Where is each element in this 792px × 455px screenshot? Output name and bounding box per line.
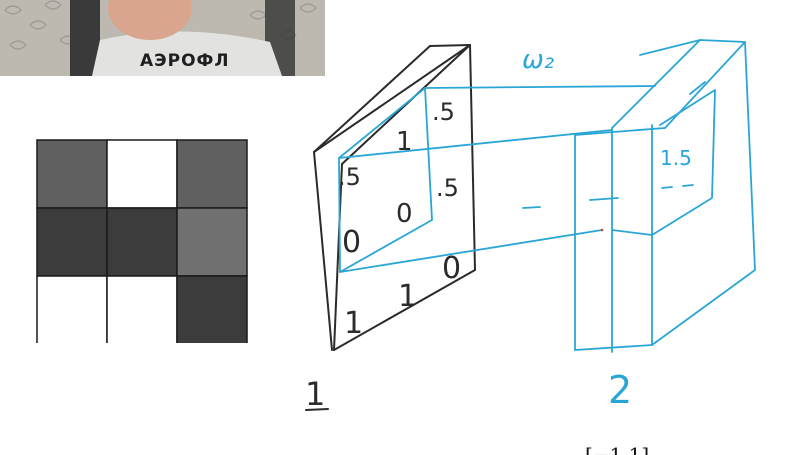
- formula-fragment: [−1 1]: [585, 443, 649, 455]
- dash-mark-1: [522, 206, 541, 209]
- webcam-overlay: АЭРОФЛ: [0, 0, 325, 76]
- depth-underline: [305, 408, 329, 411]
- value-r4c3: 0: [442, 251, 461, 286]
- projection-top: [424, 85, 656, 89]
- value-r1c3: .5: [432, 98, 455, 126]
- pixel-cell-r3c2: [106, 275, 178, 343]
- input-inner-edge: [333, 163, 343, 351]
- output-labels: ω₂ 1.5 2: [522, 45, 694, 412]
- value-r2c3: .5: [436, 174, 459, 202]
- pixel-grid-image: [36, 139, 248, 343]
- receptive-field: [338, 85, 656, 273]
- value-r2c2: 0: [396, 199, 413, 229]
- output-top-front: [574, 127, 666, 136]
- value-r4c2: 1: [398, 279, 417, 314]
- input-top-edges: [313, 44, 471, 153]
- pixel-cell-r1c1: [36, 139, 108, 209]
- dash-mark-2: [589, 197, 619, 201]
- input-depth-label: 1: [305, 375, 325, 413]
- input-volume: [313, 44, 476, 351]
- value-r2c1: .5: [338, 163, 361, 191]
- projection-upper: [338, 129, 613, 159]
- input-left-edge: [313, 151, 333, 351]
- input-values: 1 .5 .5 0 .5 0 1 1 0 1: [305, 98, 461, 413]
- receptive-window: [338, 87, 433, 273]
- output-value: 1.5: [660, 146, 692, 170]
- presenter-face: [108, 0, 192, 40]
- output-right-face: [651, 41, 756, 346]
- output-slice: [651, 89, 716, 236]
- pixel-cell-r2c1: [36, 207, 108, 277]
- pixel-cell-r3c1: [36, 275, 108, 343]
- value-r1c2: 1: [396, 127, 413, 157]
- value-r3c1: 0: [342, 225, 361, 260]
- pixel-cell-r3c3: [176, 275, 248, 343]
- value-r4c1: 1: [344, 306, 363, 341]
- output-bottom-front: [574, 344, 653, 351]
- pixel-cell-r2c3: [176, 207, 248, 277]
- weights-label: ω₂: [522, 45, 554, 75]
- projection-lower: [339, 229, 603, 273]
- output-slice-top: [689, 81, 706, 95]
- input-right-edge: [333, 44, 476, 351]
- output-slice-bottom: [611, 229, 653, 236]
- output-dashes: [661, 184, 694, 189]
- input-top-diagonal: [313, 44, 471, 153]
- red-tick-mark: [600, 228, 604, 232]
- shirt-text: АЭРОФЛ: [140, 51, 230, 71]
- output-depth-label: 2: [608, 368, 632, 412]
- webcam-frame: АЭРОФЛ: [0, 0, 325, 76]
- output-top-back-2: [639, 39, 701, 56]
- output-volume: [574, 39, 756, 353]
